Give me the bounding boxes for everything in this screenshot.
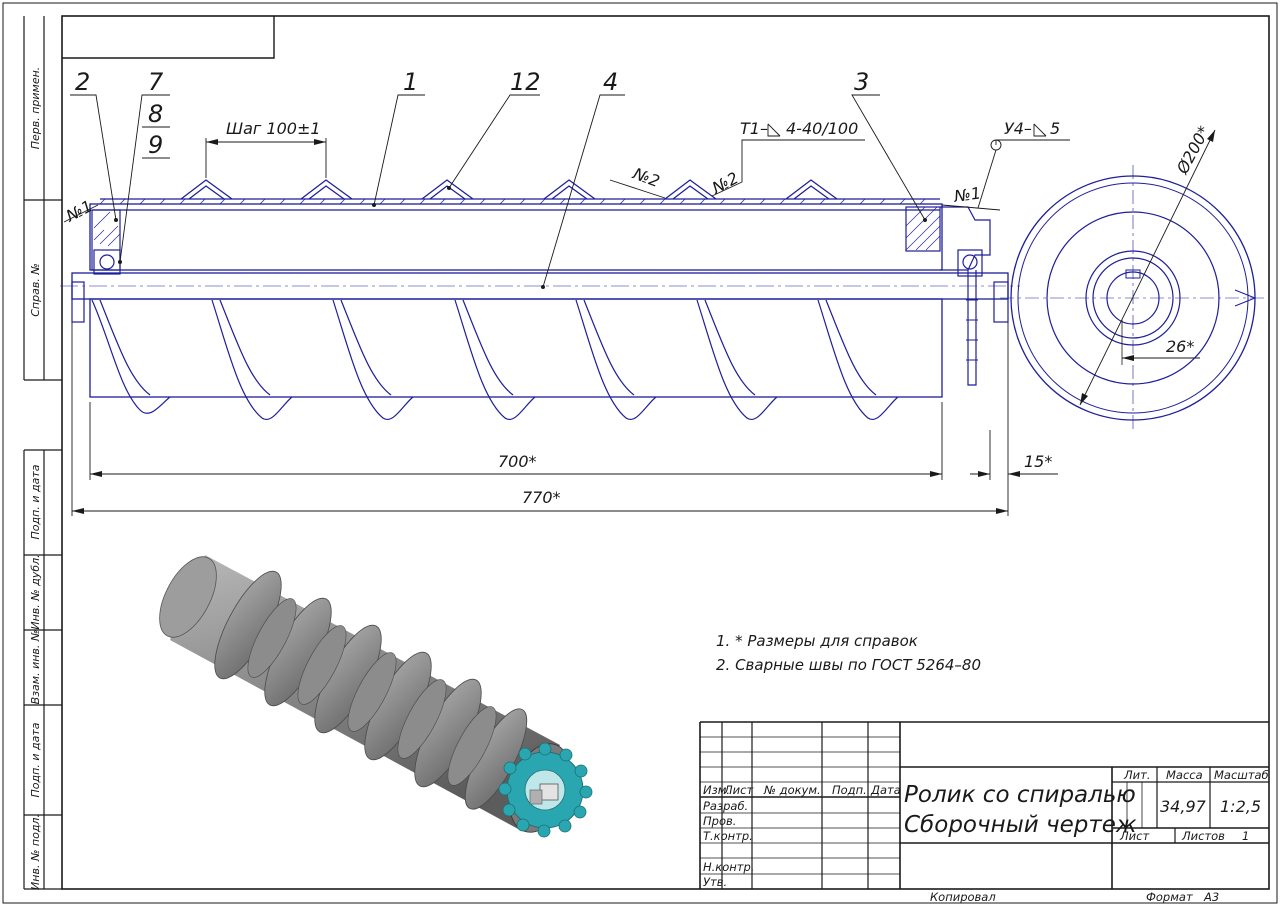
dimension-arrows	[72, 130, 1215, 514]
stamp-perv-primen: Перв. примен.	[29, 67, 42, 150]
roller-shell	[89, 203, 943, 271]
isometric-render	[159, 555, 593, 838]
callout-9: 9	[148, 131, 163, 159]
row-tkontr: Т.контр.	[703, 829, 753, 843]
scale-value: 1:2,5	[1220, 797, 1261, 816]
drawing-subtitle: Сборочный чертеж	[904, 812, 1137, 838]
spiral-flight-profiles	[180, 179, 838, 200]
dim-15: 15*	[1024, 452, 1052, 471]
callout-1: 1	[403, 68, 418, 96]
col-data: Дата	[870, 783, 901, 797]
callout-8: 8	[148, 100, 163, 128]
right-hub	[905, 206, 1009, 386]
row-razrab: Разраб.	[703, 799, 748, 813]
dim-26: 26*	[1166, 337, 1194, 356]
row-nkontr: Н.контр.	[703, 860, 754, 874]
footer-format-label: Формат	[1146, 890, 1193, 904]
stamp-inv-dubl: Инв. № дубл.	[29, 554, 42, 629]
side-stamp	[23, 16, 62, 890]
dim-diameter-200: Ø200*	[1172, 123, 1213, 178]
note-2: 2. Сварные швы по ГОСТ 5264–80	[716, 656, 982, 674]
sheet-label: Лист	[1119, 829, 1149, 843]
callout-4: 4	[603, 68, 618, 96]
seam-n1-right: №1	[952, 183, 982, 206]
note-1: 1. * Размеры для справок	[716, 632, 918, 650]
weld-t1-label: Т1–	[740, 119, 768, 138]
row-utv: Утв.	[703, 875, 727, 889]
callout-7: 7	[148, 68, 164, 96]
drawing-frame	[61, 15, 1270, 890]
stamp-podp-data-2: Подп. и дата	[29, 722, 42, 797]
row-prov: Пров.	[703, 814, 736, 828]
roller-tube-lower	[89, 298, 943, 398]
sheets-label: Листов	[1181, 829, 1225, 843]
scale-label: Масштаб	[1214, 768, 1269, 782]
sheets-value: 1	[1242, 829, 1249, 843]
weld-u4-spec: 5	[1050, 119, 1060, 138]
upside-down-box	[62, 16, 275, 59]
stamp-inv-podl: Инв. № подл.	[29, 814, 42, 890]
dim-770: 770*	[522, 488, 561, 507]
col-doc: № докум.	[763, 783, 821, 797]
spiral-curves	[91, 299, 899, 421]
mass-label: Масса	[1166, 768, 1203, 782]
col-list: Лист	[723, 783, 753, 797]
pitch-label: Шаг 100±1	[226, 119, 321, 138]
stamp-podp-data-1: Подп. и дата	[29, 464, 42, 539]
footer-format-value: А3	[1203, 890, 1219, 904]
roller-side-view	[60, 179, 1020, 421]
footer-copied: Копировал	[930, 890, 996, 904]
dim-700: 700*	[498, 452, 537, 471]
mass-value: 34,97	[1160, 797, 1207, 816]
callout-2: 2	[75, 68, 90, 96]
drawing-title: Ролик со спиралью	[904, 782, 1136, 808]
leader-lines	[63, 94, 1070, 516]
callout-12: 12	[510, 68, 541, 96]
seam-n2-a: №2	[630, 164, 663, 191]
stamp-sprav-no: Справ. №	[29, 263, 42, 317]
lit-label: Лит.	[1123, 768, 1150, 782]
left-hub	[71, 209, 121, 323]
weld-u4-label: У4–	[1004, 119, 1032, 138]
col-izm: Изм.	[703, 783, 730, 797]
sprocket	[498, 742, 593, 838]
callout-3: 3	[854, 68, 869, 96]
col-podp: Подп.	[832, 783, 867, 797]
weld-t1-spec: 4-40/100	[786, 119, 858, 138]
stamp-vzam-inv: Взам. инв. №	[29, 630, 42, 705]
title-block	[699, 721, 1269, 889]
roller-end-view	[1000, 129, 1265, 432]
seam-n2-b: №2	[708, 168, 741, 198]
